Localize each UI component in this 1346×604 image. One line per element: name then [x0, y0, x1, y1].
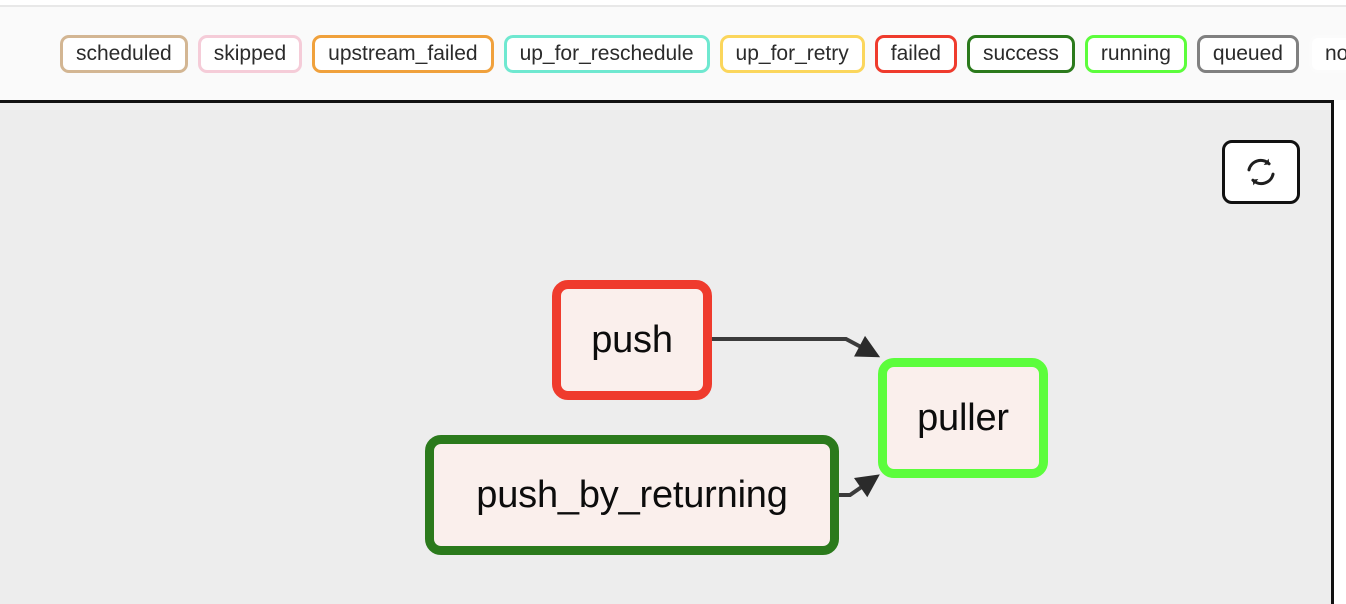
legend-chip-queued[interactable]: queued [1196, 34, 1299, 73]
task-node-label: push_by_returning [476, 474, 788, 516]
task-node-puller[interactable]: puller [878, 358, 1048, 478]
task-status-legend: scheduled skipped upstream_failed up_for_re… [0, 7, 1346, 100]
task-node-label: puller [917, 397, 1009, 439]
legend-chip-label: up_for_reschedule [519, 42, 694, 65]
edge-push_by_returning-to-puller [839, 474, 880, 498]
legend-chip-label: failed [890, 42, 941, 65]
legend-chip-label: no_status [1324, 42, 1346, 65]
edge-push-to-puller [712, 335, 881, 358]
legend-chip-label: upstream_failed [328, 42, 478, 65]
legend-chip-label: queued [1212, 42, 1283, 65]
legend-chip-no_status[interactable]: no_status [1308, 34, 1346, 73]
legend-chip-label: success [982, 42, 1059, 65]
graph-canvas[interactable]: push puller push_by_returning [0, 100, 1334, 604]
legend-chip-label: running [1100, 42, 1171, 65]
legend-chip-label: skipped [213, 42, 287, 65]
legend-chip-up_for_retry[interactable]: up_for_retry [719, 34, 865, 73]
legend-chip-label: up_for_retry [735, 42, 849, 65]
legend-chip-scheduled[interactable]: scheduled [60, 34, 188, 73]
legend-chip-skipped[interactable]: skipped [197, 34, 303, 73]
header-divider [0, 5, 1346, 7]
legend-chip-up_for_reschedule[interactable]: up_for_reschedule [503, 34, 710, 73]
legend-chip-failed[interactable]: failed [874, 34, 957, 73]
task-node-label: push [591, 319, 673, 361]
legend-chip-label: scheduled [76, 42, 172, 65]
legend-chip-success[interactable]: success [966, 34, 1075, 73]
refresh-icon [1244, 155, 1278, 189]
refresh-button[interactable] [1222, 140, 1300, 204]
legend-chip-running[interactable]: running [1084, 34, 1187, 73]
task-node-push_by_returning[interactable]: push_by_returning [425, 435, 839, 555]
legend-chip-upstream_failed[interactable]: upstream_failed [312, 34, 494, 73]
task-node-push[interactable]: push [552, 280, 712, 400]
